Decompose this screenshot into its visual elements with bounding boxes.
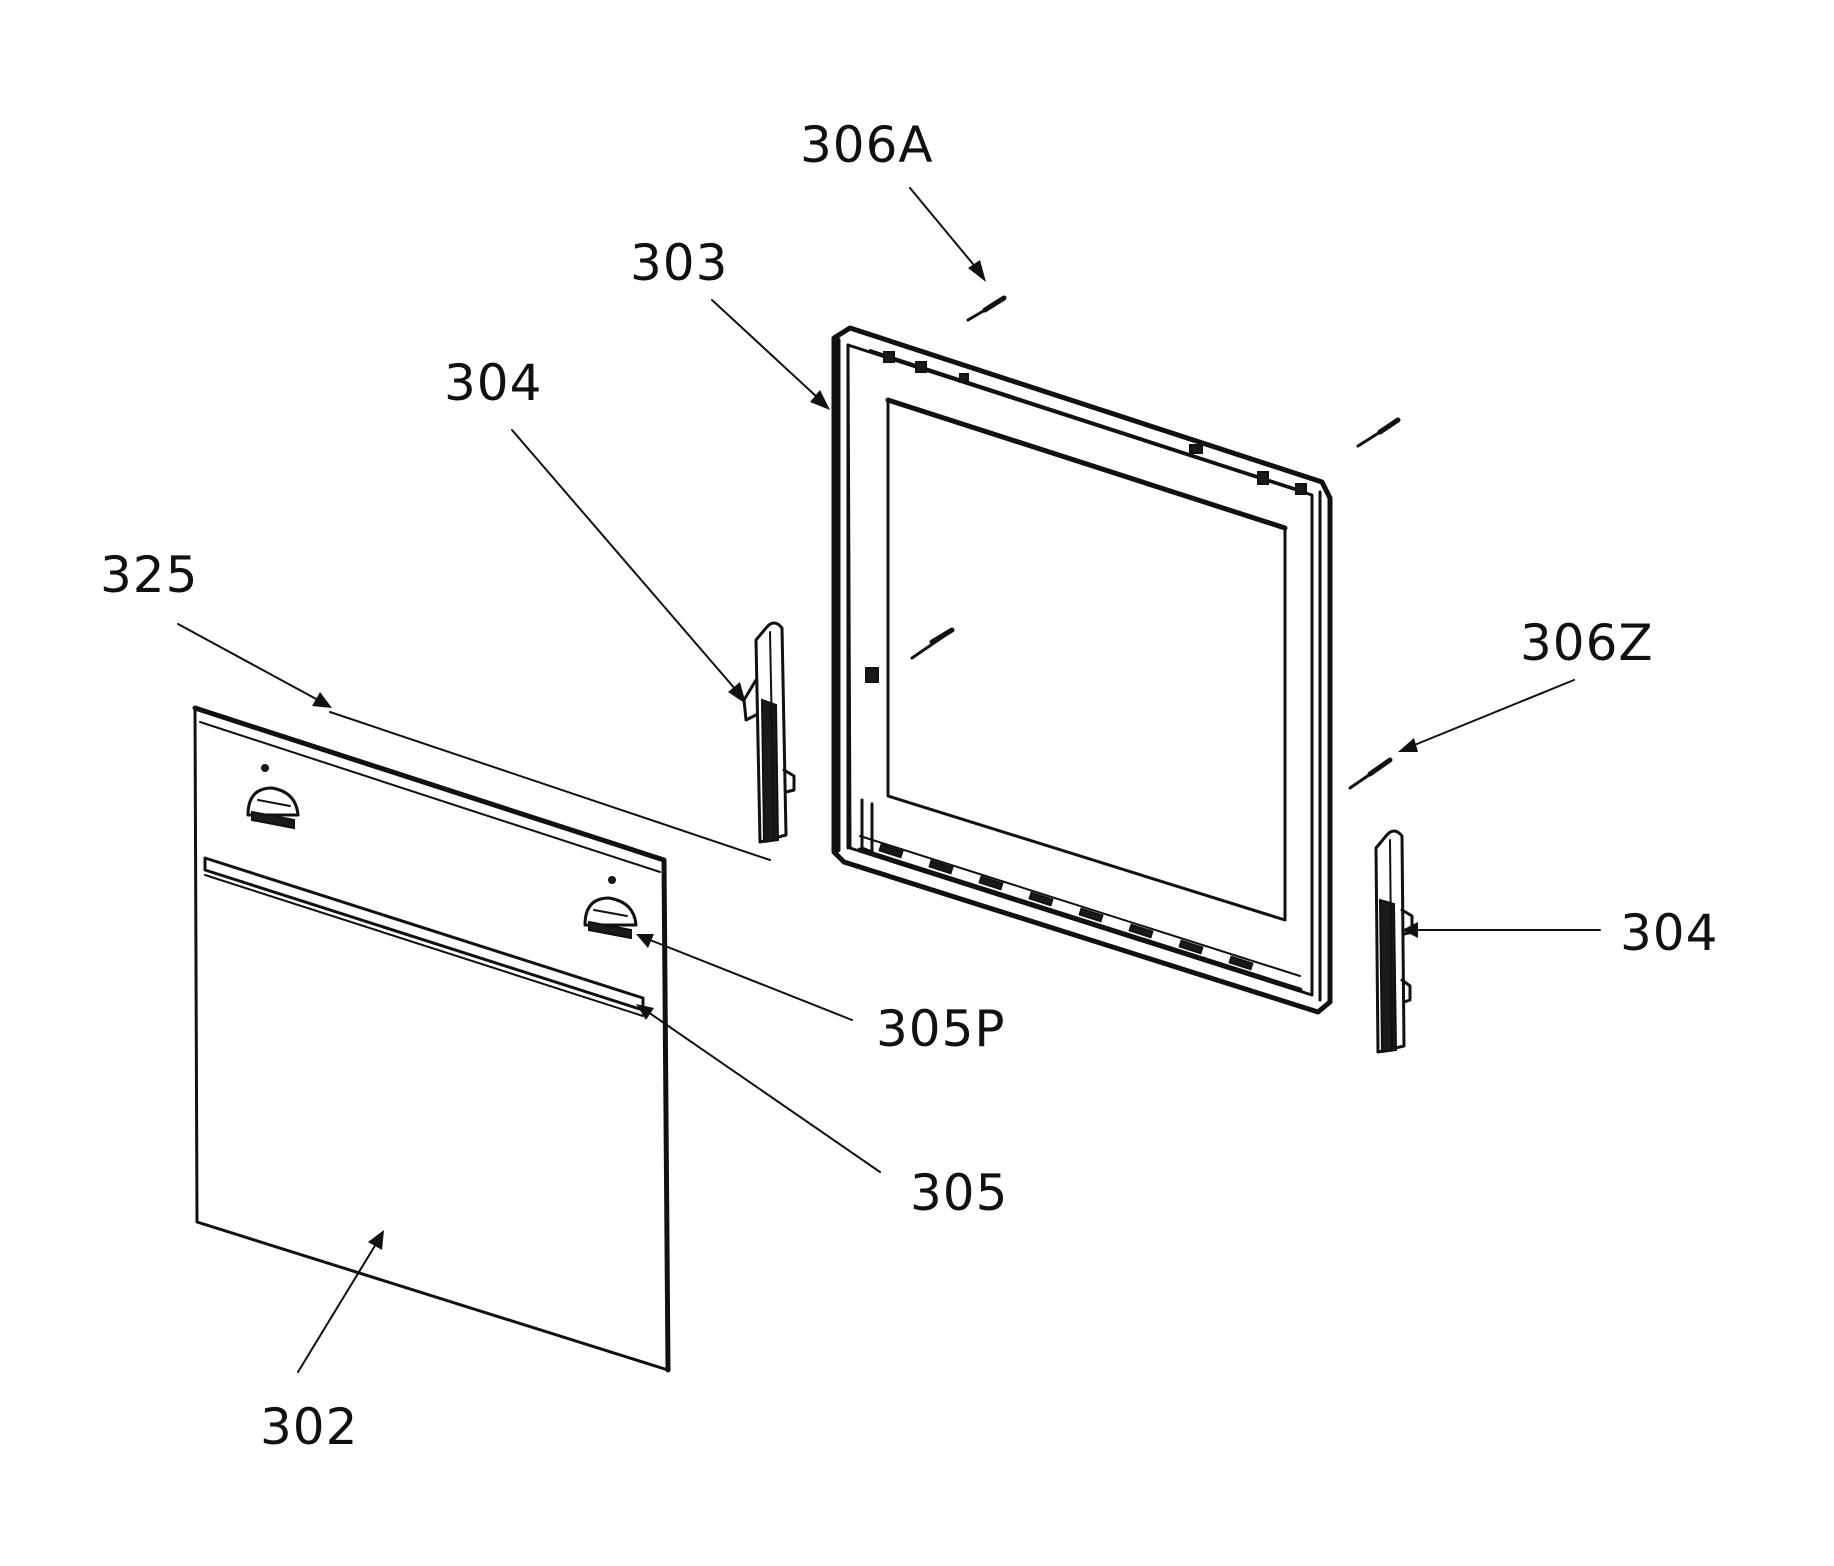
part-302-front-panel <box>192 705 771 1373</box>
frame-inner-edge <box>846 343 1314 997</box>
leader-305P <box>636 934 853 1021</box>
part-304-left-profile <box>742 621 796 844</box>
leader-305 <box>636 1004 881 1173</box>
frame-left-bracket <box>865 667 879 683</box>
knob-right <box>583 876 638 940</box>
label-306Z: 306Z <box>1520 614 1654 672</box>
leader-302 <box>297 1230 384 1373</box>
part-325-rail <box>329 711 771 861</box>
frame-corner-post <box>860 798 874 854</box>
part-303-inner-frame <box>831 325 1333 1015</box>
label-305P: 305P <box>876 1000 1006 1058</box>
front-panel-top-bevel <box>199 721 661 873</box>
label-306A: 306A <box>800 116 934 174</box>
screw-right-upper <box>1356 417 1401 448</box>
frame-window <box>886 398 1287 922</box>
frame-top-rail-detail <box>869 349 1301 491</box>
screw-center <box>910 627 955 660</box>
leader-306Z <box>1398 679 1575 752</box>
frame-bottom-vent-row <box>857 847 1303 993</box>
leader-303 <box>711 299 830 410</box>
screw-right-lower <box>1348 757 1393 790</box>
knob-left <box>246 764 300 830</box>
label-304-left: 304 <box>444 354 542 412</box>
leader-304-left <box>511 429 746 704</box>
door-handle-bar <box>203 856 645 1012</box>
frame-bottom-vent-edge <box>859 835 1301 977</box>
label-304-right: 304 <box>1620 904 1718 962</box>
frame-bottom-vents <box>878 843 1254 971</box>
frame-window-top <box>885 397 1288 531</box>
label-305: 305 <box>910 1164 1008 1222</box>
part-304-right-profile <box>1374 829 1414 1054</box>
label-325: 325 <box>100 546 198 604</box>
frame-outer-edge <box>831 325 1333 1015</box>
label-302: 302 <box>260 1398 358 1456</box>
leader-306A <box>909 187 986 282</box>
front-panel-top-right-edge <box>192 705 671 1373</box>
frame-top-clips <box>883 351 1307 495</box>
screw-top <box>966 295 1007 322</box>
door-handle-shadow <box>204 874 644 1017</box>
leader-325 <box>177 623 332 708</box>
front-panel-left-bottom-edge <box>193 706 670 1372</box>
label-303: 303 <box>630 234 728 292</box>
leader-304-right <box>1402 922 1601 938</box>
